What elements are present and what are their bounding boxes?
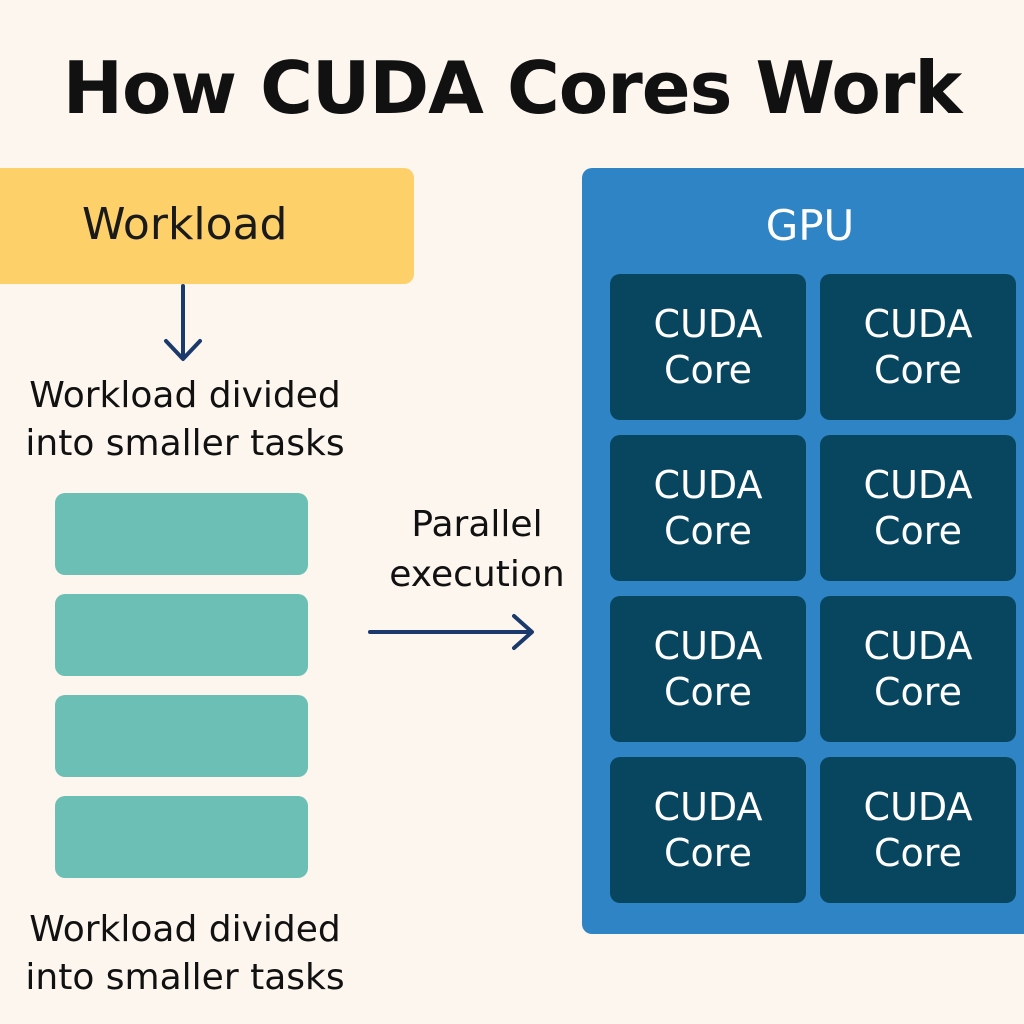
parallel-line: Parallel	[411, 504, 543, 545]
caption-line: into smaller tasks	[25, 423, 345, 464]
core-line1: CUDA	[653, 302, 763, 346]
cuda-core: CUDA Core	[610, 435, 806, 581]
caption-line: into smaller tasks	[25, 957, 345, 998]
cuda-core: CUDA Core	[820, 757, 1016, 903]
core-line1: CUDA	[863, 785, 973, 829]
task-block	[55, 695, 308, 777]
core-line1: CUDA	[863, 463, 973, 507]
workload-box	[0, 168, 414, 284]
core-line1: CUDA	[863, 302, 973, 346]
core-line1: CUDA	[863, 624, 973, 668]
core-line1: CUDA	[653, 785, 763, 829]
cuda-core: CUDA Core	[610, 757, 806, 903]
core-line1: CUDA	[653, 624, 763, 668]
cuda-core: CUDA Core	[820, 596, 1016, 742]
workload-label: Workload	[82, 199, 288, 250]
parallel-line: execution	[389, 554, 565, 595]
task-block	[55, 796, 308, 878]
core-line2: Core	[874, 509, 962, 553]
core-line2: Core	[664, 831, 752, 875]
right-arrow-icon	[368, 614, 534, 650]
core-line1: CUDA	[653, 463, 763, 507]
task-block	[55, 594, 308, 676]
core-line2: Core	[874, 348, 962, 392]
caption-line: Workload divided	[29, 375, 341, 416]
cuda-core: CUDA Core	[820, 274, 1016, 420]
cuda-core: CUDA Core	[820, 435, 1016, 581]
down-arrow-icon	[164, 284, 202, 361]
core-line2: Core	[664, 670, 752, 714]
gpu-label: GPU	[765, 201, 855, 250]
core-line2: Core	[664, 509, 752, 553]
core-line2: Core	[664, 348, 752, 392]
parallel-execution-label: Parallel execution	[372, 500, 582, 600]
task-block	[55, 493, 308, 575]
tasks-caption-bottom: Workload divided into smaller tasks	[0, 906, 370, 1002]
cuda-core: CUDA Core	[610, 274, 806, 420]
caption-line: Workload divided	[29, 909, 341, 950]
page-title: How CUDA Cores Work	[62, 46, 962, 130]
core-line2: Core	[874, 831, 962, 875]
cuda-core: CUDA Core	[610, 596, 806, 742]
tasks-caption-top: Workload divided into smaller tasks	[0, 372, 370, 468]
core-line2: Core	[874, 670, 962, 714]
